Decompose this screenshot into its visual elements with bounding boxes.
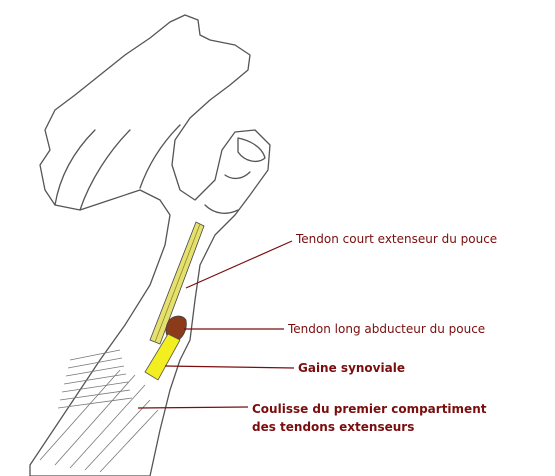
label-first-extensor-compartment: Coulisse du premier compartiment des ten… (252, 400, 486, 436)
label-first-extensor-compartment-line-1: Coulisse du premier compartiment (252, 400, 486, 418)
label-long-abductor-tendon: Tendon long abducteur du pouce (288, 322, 485, 337)
leader-line-synovial-sheath (165, 366, 294, 368)
label-synovial-sheath: Gaine synoviale (298, 361, 405, 376)
label-short-extensor-tendon: Tendon court extenseur du pouce (296, 232, 497, 247)
label-first-extensor-compartment-line-2: des tendons extenseurs (252, 418, 486, 436)
